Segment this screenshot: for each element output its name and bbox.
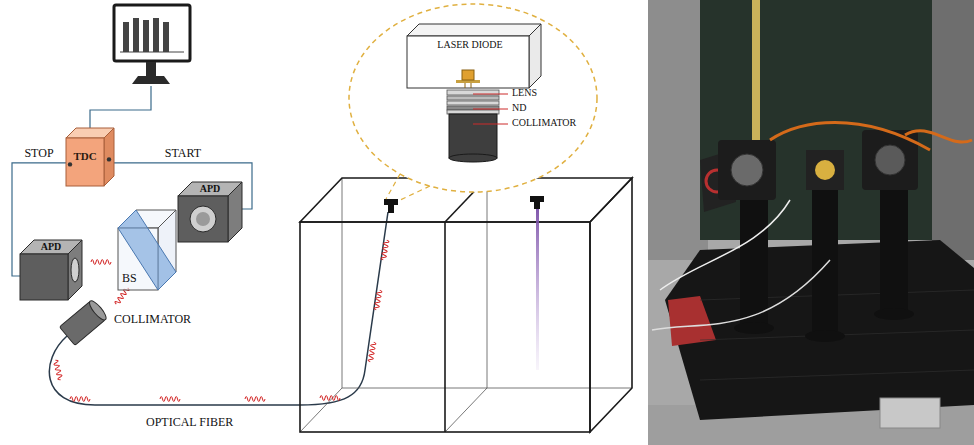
inset-callout: [349, 4, 597, 201]
callout-label: COLLIMATOR: [512, 117, 576, 129]
laser-diode-housing-shape: [407, 24, 541, 88]
cube-front: [178, 196, 228, 242]
apd-detector: APD: [20, 240, 82, 300]
lens-stack: [447, 90, 499, 162]
diode-can: [462, 70, 474, 80]
apd-detector: APD: [178, 182, 242, 242]
detector-window: [196, 212, 210, 226]
computer-monitor: [114, 5, 190, 84]
part-label: COLLIMATOR: [114, 313, 191, 327]
cube-front: [407, 36, 529, 88]
callout-label: LENS: [512, 87, 537, 99]
beam-splitter: BS: [118, 210, 176, 290]
port-dot: [107, 157, 111, 161]
part-label: OPTICAL FIBER: [146, 416, 233, 430]
cube-top: [407, 24, 541, 36]
box-label: BS: [122, 272, 140, 284]
port-dot: [68, 162, 72, 166]
box-label: LASER DIODE: [411, 39, 529, 51]
cube-side: [104, 128, 114, 186]
data-cable: [90, 86, 151, 128]
diode-pin: [471, 83, 472, 88]
cube-front: [20, 254, 68, 300]
leader-line: [473, 94, 508, 124]
detector-window: [190, 206, 216, 232]
photon-packet: [53, 240, 389, 402]
signal-label: STOP: [22, 146, 55, 160]
chamber-boxes: [300, 178, 632, 432]
cube-side: [228, 182, 242, 242]
box-label: APD: [185, 183, 235, 195]
laser-diode-housing: LASER DIODE: [407, 24, 541, 88]
cube-front: [66, 138, 104, 186]
diode-pin: [465, 83, 466, 88]
splitter-plane: [118, 210, 176, 290]
box-label: APD: [27, 241, 75, 253]
detector-window: [71, 258, 79, 282]
collimator-symbol: [59, 299, 108, 346]
signal-label: START: [163, 146, 203, 160]
tdc-box: TDC: [66, 128, 114, 186]
callout-label: ND: [512, 102, 526, 114]
box-label: TDC: [66, 150, 104, 162]
laser-beam: [536, 208, 539, 370]
cube-side: [529, 24, 541, 88]
laser-mount: [384, 196, 544, 213]
cube-side: [68, 240, 82, 300]
setup-photo: [648, 0, 974, 445]
